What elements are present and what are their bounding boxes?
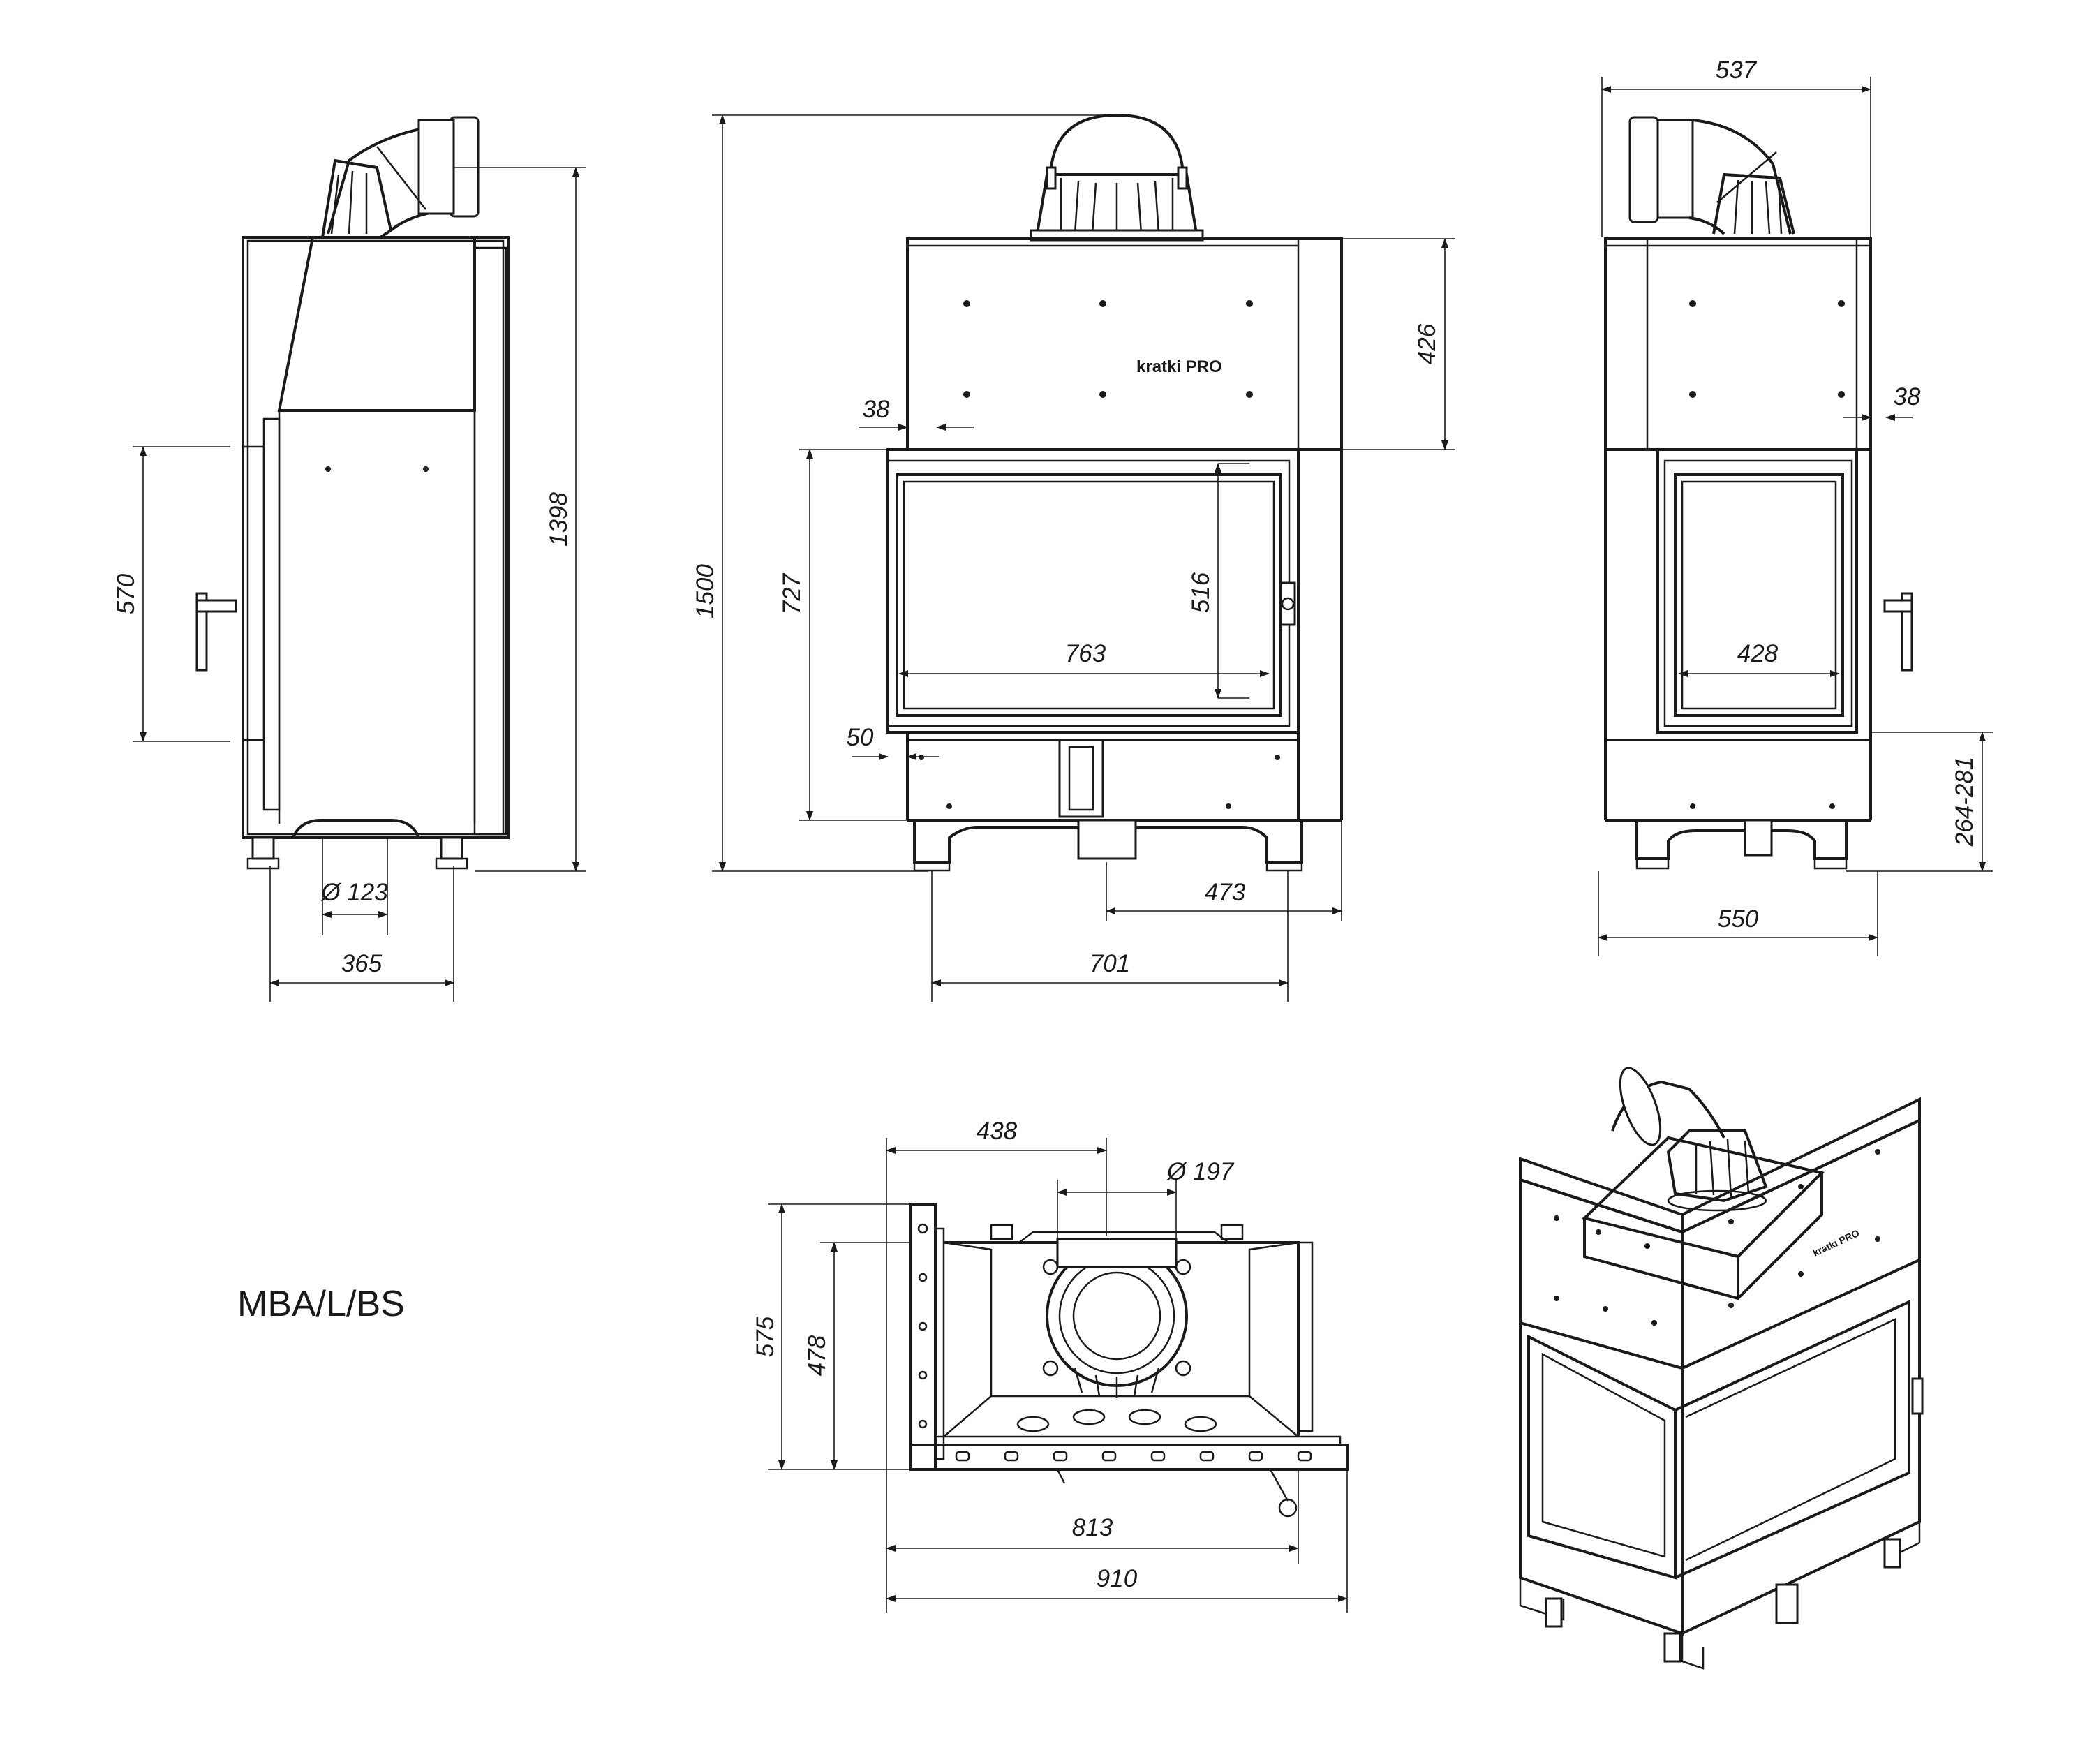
air-vent-front (1058, 739, 1104, 818)
model-label: MBA/L/BS (237, 1284, 405, 1324)
side-view-right (1604, 116, 1913, 870)
isometric-view: kratki PRO (1519, 1067, 1924, 1670)
flue-elbow-iso (1611, 1067, 1768, 1212)
dim-side-depth: 365 (341, 950, 383, 977)
dim-top-depth-inner: 478 (803, 1335, 831, 1376)
dim-top-width-outer: 910 (1097, 1565, 1138, 1592)
dim-front-flue-offset: 473 (1205, 879, 1246, 906)
dims-right: 537 38 428 264-281 550 (1598, 57, 1993, 956)
door-hinge-front (1279, 581, 1296, 626)
dims-top: 438 Ø 197 575 478 813 910 (752, 1118, 1348, 1613)
dim-side-total-height: 1398 (545, 492, 572, 547)
dim-top-depth-outer: 575 (752, 1316, 779, 1357)
dim-top-flue-diameter: Ø 197 (1166, 1158, 1235, 1185)
brand-logo-iso: kratki PRO (1811, 1227, 1862, 1259)
dim-front-total-height: 1500 (692, 564, 719, 618)
dim-front-glass-height: 516 (1187, 572, 1215, 613)
dim-front-top-offset: 38 (863, 396, 890, 423)
flue-ring-top (1042, 1238, 1191, 1398)
door-handle-right (1883, 592, 1913, 672)
dim-front-glass-width: 763 (1065, 640, 1106, 667)
dim-right-base-depth: 550 (1718, 905, 1759, 933)
side-view-left (195, 116, 510, 870)
dim-front-lower-height: 727 (778, 572, 805, 614)
door-handle-top (1056, 1469, 1298, 1518)
dim-right-leg-height: 264-281 (1951, 757, 1978, 847)
brand-logo-text: kratki PRO (1136, 357, 1222, 376)
flue-collar-front (1030, 113, 1204, 242)
dims-left: 570 1398 Ø 123 365 (112, 167, 586, 1002)
dim-right-top-offset: 38 (1894, 383, 1921, 410)
flue-elbow-left (321, 116, 480, 239)
flue-elbow-right (1628, 116, 1795, 235)
dim-right-glass-width: 428 (1737, 640, 1779, 667)
dims-front: 1500 727 426 38 50 763 516 473 701 (692, 114, 1455, 1002)
door-handle-left (195, 592, 237, 672)
dim-front-bottom-offset: 50 (847, 724, 874, 751)
dim-front-hood-height: 426 (1413, 323, 1441, 364)
dim-side-glass-height: 570 (112, 573, 140, 614)
dim-right-top-depth: 537 (1716, 57, 1758, 84)
dim-top-flue-position: 438 (977, 1118, 1018, 1145)
dim-front-base-width: 701 (1090, 950, 1130, 977)
top-view (909, 1203, 1349, 1518)
dim-side-flue-diameter: Ø 123 (320, 879, 388, 906)
front-view: kratki PRO (886, 113, 1343, 872)
dim-top-width-inner: 813 (1072, 1514, 1113, 1541)
brand-logo-front: kratki PRO (1136, 357, 1222, 376)
